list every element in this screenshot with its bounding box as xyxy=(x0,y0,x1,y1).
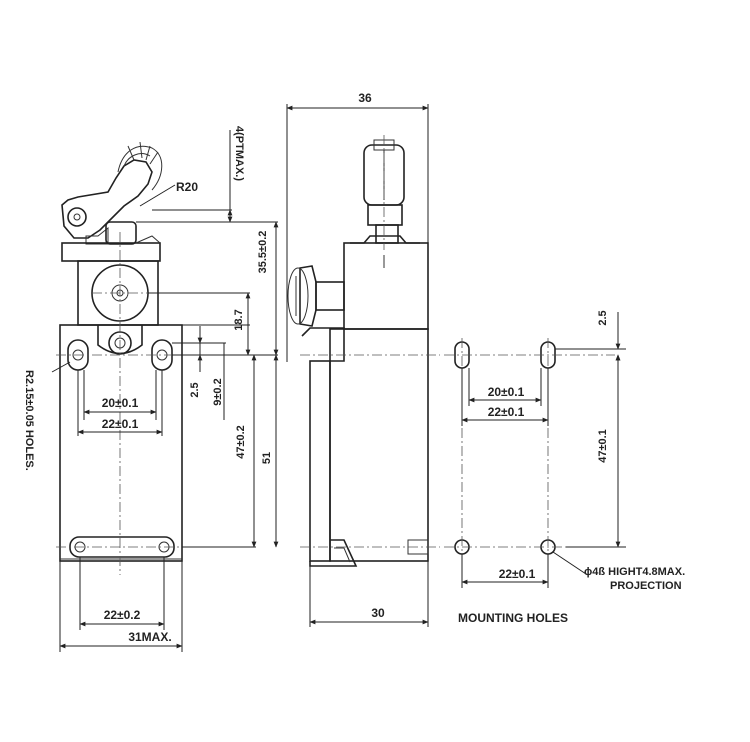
side-body xyxy=(329,328,429,562)
lower-mounting-slot xyxy=(69,536,175,558)
holes-note: R2.15±0.05 HOLES. xyxy=(23,370,35,471)
plunger xyxy=(105,221,137,245)
mount-dim-47: 47±0.1 xyxy=(597,429,609,463)
pretravel-label: 4(PTMAX.) xyxy=(233,126,245,181)
head-bracket xyxy=(61,242,161,262)
dim-22-bottom: 22±0.2 xyxy=(104,608,141,622)
mounting-holes-view: 2.5 20±0.1 22±0.1 47±0.1 22±0.1 ϕ4ß HIGH… xyxy=(444,310,685,625)
lever-screw xyxy=(67,207,87,227)
side-bracket xyxy=(309,360,331,562)
side-view: 36 30 xyxy=(286,91,440,627)
mount-dim-20: 20±0.1 xyxy=(488,385,525,399)
radius-label: R20 xyxy=(176,180,198,194)
side-plunger xyxy=(367,204,403,226)
dim-9: 9±0.2 xyxy=(212,378,224,405)
mount-dim-22-bottom: 22±0.1 xyxy=(499,567,536,581)
dim-2-5: 2.5 xyxy=(189,382,201,397)
dim-31-max: 31MAX. xyxy=(128,630,171,644)
dim-47: 47±0.2 xyxy=(235,425,247,459)
mount-dim-22-top: 22±0.1 xyxy=(488,405,525,419)
switch-body xyxy=(59,324,183,562)
dim-35-5: 35.5±0.2 xyxy=(257,231,269,274)
dim-30: 30 xyxy=(371,606,385,620)
mounting-holes-caption: MOUNTING HOLES xyxy=(458,611,568,625)
mount-hole-note-projection: PROJECTION xyxy=(610,580,682,592)
dim-36: 36 xyxy=(358,91,372,105)
mount-hole-note: ϕ4ß HIGHT4.8MAX. xyxy=(584,566,685,578)
dim-20-top: 20±0.1 xyxy=(102,396,139,410)
front-view: R20 4(PTMAX.) 35.5±0.2 18.7 2.5 9±0.2 47… xyxy=(23,126,279,652)
side-plunger-stem xyxy=(375,224,399,244)
side-knob-base xyxy=(315,281,345,311)
dim-22-top: 22±0.1 xyxy=(102,417,139,431)
side-bracket-top xyxy=(301,327,345,362)
mount-dim-2-5: 2.5 xyxy=(597,310,609,325)
dim-51: 51 xyxy=(261,452,273,464)
side-head xyxy=(343,242,429,330)
dim-18-7: 18.7 xyxy=(233,309,245,330)
